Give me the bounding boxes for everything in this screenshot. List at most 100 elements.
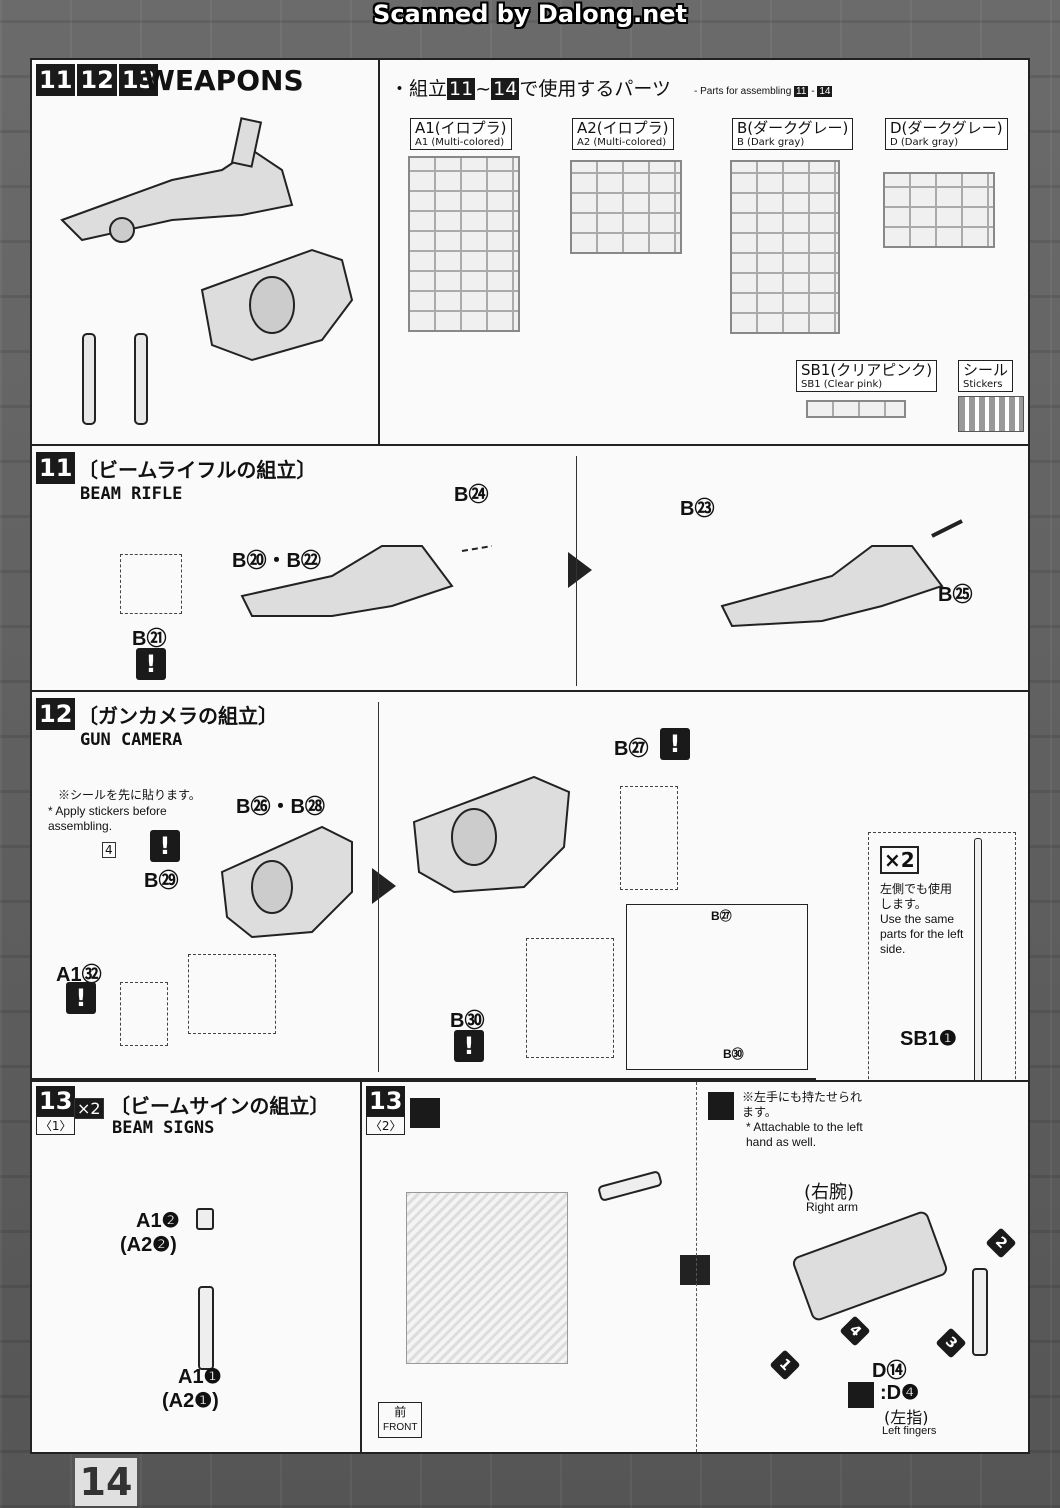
step-12-panel: 12 〔ガンカメラの組立〕 GUN CAMERA ※シールを先に貼ります。 * … [30,690,818,1080]
gun-camera-illustration [200,248,354,362]
step-numbers: 11 12 13 [36,64,159,96]
rifle-step11-right [720,519,963,628]
x2-badge-13-1: ×2 [74,1098,104,1119]
lens-detail-box [188,954,276,1034]
left-hand-icon [708,1092,734,1120]
sticker-note-jp: ※シールを先に貼ります。 [58,788,201,802]
sprue-sb1-image [806,400,906,418]
weapons-title: WEAPONS [144,64,304,97]
step-13-1-number-block: 13 〈1〉 [36,1086,76,1135]
left-fingers-jp: (左指) [884,1408,929,1427]
page-number: 14 [75,1458,137,1506]
step-13-2-number-block: 13 〈2〉 [366,1086,406,1135]
step-num-4: 4 [839,1315,871,1347]
label-a2-2: (A2❷) [120,1234,177,1256]
sprue-a1-image [408,156,520,332]
sprue-b-image [730,160,840,334]
sticker-note-en: * Apply stickers before assembling. [48,804,167,833]
completed-gun-camera-box: B㉗ B㉚ [626,904,808,1070]
label-d4: :D❹ [880,1382,920,1404]
label-b20-b22: B⑳・B㉒ [232,550,321,572]
left-right-swap-icon [848,1382,874,1408]
step-13-badge: 13 [118,64,159,96]
label-sb1: SB1❶ [900,1028,957,1050]
step-12-number: 12 [36,698,76,730]
rifle-step11-left [240,545,492,617]
step-13-1-sub: 〈1〉 [36,1116,76,1135]
x2-badge: ×2 [880,846,919,874]
parts-intro-en: - Parts for assembling 11 - 14 [694,86,833,97]
weapons-overview-panel: 11 12 13 WEAPONS [30,58,380,446]
warning-icon-b29: ! [150,830,180,862]
step-13-1-title-en: BEAM SIGNS [112,1118,215,1138]
sprue-a2-image [570,160,682,254]
step-num-3: 3 [935,1327,967,1359]
left-side-note-jp: 左側でも使用します。 [880,882,953,911]
rifle-illustration [60,117,294,243]
beam-saber-panel [816,690,1030,1082]
warning-icon: ! [136,648,166,680]
sprue-label-b: B(ダークグレー)B (Dark gray) [732,118,854,150]
front-jp: 前 [394,1405,407,1419]
step-12-badge: 12 [77,64,117,96]
label-a1-2: A1❷ [136,1210,180,1232]
swap-icon [650,1248,740,1292]
label-b25: B㉕ [938,584,973,606]
step-num-2: 2 [985,1227,1017,1259]
front-label: 前 FRONT [378,1402,423,1438]
warning-icon-b27: ! [660,728,690,760]
right-arm-illustration [790,1209,950,1323]
step-13-2-sub: 〈2〉 [366,1116,406,1135]
label-a2-1: (A2❶) [162,1390,219,1412]
step-arrow [372,868,396,904]
label-b29: B㉙ [144,870,179,892]
label-b30: B㉚ [450,1010,485,1032]
sprue-label-a2: A2(イロプラ)A2 (Multi-colored) [572,118,674,150]
label-b21: B㉑ [132,628,167,650]
beam-sign-stick [198,1286,214,1370]
step-13-2-panel: 13 〈2〉 前 FRONT ※左手にも持たせられます。 * Attachabl… [360,1080,1030,1454]
mirror-icon [410,1098,440,1128]
beam-sign-cap [196,1208,214,1230]
left-hand-note-en: * Attachable to the left hand as well. [746,1120,863,1149]
label-d14: D⑭ [872,1360,907,1382]
step-11-badge: 11 [36,64,76,96]
sticker-sheet-image [958,396,1024,432]
b27-detail-box [620,786,678,890]
gun-camera-step12-center [412,775,571,894]
step-13-1-number: 13 [36,1086,76,1116]
sprue-d-image [883,172,995,248]
beam-sign-sticks [82,333,148,425]
right-arm-en: Right arm [806,1200,859,1214]
right-arm-jp: (右腕) [804,1182,855,1203]
left-side-note-en: Use the same parts for the left side. [880,912,964,956]
muzzle-detail-box [120,554,182,614]
label-b23: B㉓ [680,498,715,520]
step-11-number: 11 [36,452,76,484]
step-11-title-jp: 〔ビームライフルの組立〕 [78,458,317,482]
front-en: FRONT [383,1422,418,1433]
left-hand-note-jp: ※左手にも持たせられます。 [742,1090,863,1119]
left-fingers-en: Left fingers [882,1425,937,1437]
step-arrow [568,552,592,588]
sprue-label-a1: A1(イロプラ)A1 (Multi-colored) [410,118,512,150]
step-13-1-title-jp: 〔ビームサインの組立〕 [110,1094,330,1118]
sprue-label-d: D(ダークグレー)D (Dark gray) [885,118,1008,150]
step-13-1-panel: 13 〈1〉 ×2 〔ビームサインの組立〕 BEAM SIGNS A1❷ (A2… [30,1080,362,1454]
label-b26-b28: B㉖・B㉘ [236,796,325,818]
step-12-title-jp: 〔ガンカメラの組立〕 [78,704,278,728]
step-13-2-number: 13 [366,1086,406,1116]
label-a1-1: A1❶ [178,1366,222,1388]
torso-illustration [406,1192,568,1364]
scan-credit: Scanned by Dalong.net [373,0,687,28]
b30-detail-box [526,938,614,1058]
clear-part-detail-box [120,982,168,1046]
label-b24: B㉔ [454,484,489,506]
gun-camera-step12-left [220,825,353,939]
step-num-1: 1 [769,1349,801,1381]
sprue-label-sb1: SB1(クリアピンク)SB1 (Clear pink) [796,360,938,392]
beam-saber-hilt [972,1268,988,1356]
